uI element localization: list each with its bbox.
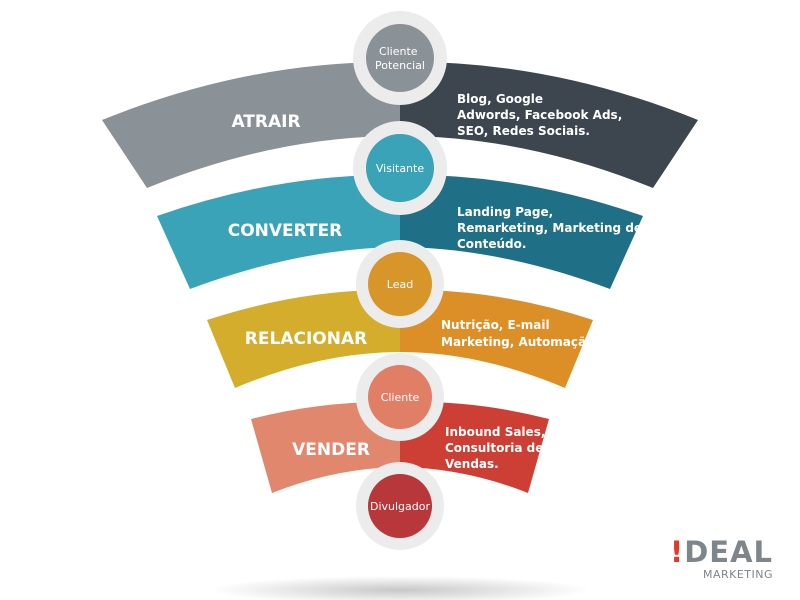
stage-atrair-description: Blog, Google Adwords, Facebook Ads, SEO,… [457,92,626,138]
stage-circle-lead: Lead [356,240,444,328]
circle-label: Lead [387,278,413,291]
circle-fill [368,365,432,429]
stage-atrair-title: ATRAIR [231,112,300,132]
stage-circle-cliente-potencial: Cliente Potencial [353,11,447,105]
stage-relacionar-band-right [400,289,593,388]
circle-label: Divulgador [370,500,430,513]
stage-vender: VENDER Inbound Sales, Consultoria de Ven… [251,401,550,493]
logo-word: DEAL [684,535,773,569]
stage-vender-title: VENDER [292,440,370,460]
stage-relacionar-title: RELACIONAR [245,329,367,349]
logo-wordmark: !DEAL [653,537,773,567]
stage-circle-visitante: Visitante [353,121,447,215]
circle-fill [368,252,432,316]
ideal-marketing-logo: !DEAL MARKETING [653,537,773,581]
logo-bang: ! [669,535,685,569]
stage-atrair-band-right [400,61,698,188]
stage-relacionar-description: Nutrição, E-mail Marketing, Automação. [441,318,599,349]
stage-relacionar-band-left [207,289,400,388]
floor-shadow [210,576,590,600]
stage-vender-band-right [400,401,549,493]
circle-label: Cliente Potencial [375,45,425,72]
stage-vender-description: Inbound Sales, Consultoria de Vendas. [445,425,550,471]
final-circle-divulgador: Divulgador [356,462,444,550]
logo-subtitle: MARKETING [702,568,773,581]
circle-fill [366,24,434,92]
stage-circle-cliente: Cliente [356,353,444,441]
circle-fill [368,474,432,538]
stage-relacionar: RELACIONAR Nutrição, E-mail Marketing, A… [207,289,599,388]
circle-label: Cliente [381,391,420,404]
stage-converter-description: Landing Page, Remarketing, Marketing de … [457,205,646,251]
stage-converter-title: CONVERTER [228,221,343,241]
stage-converter: CONVERTER Landing Page, Remarketing, Mar… [157,174,646,289]
circle-fill [366,134,434,202]
circle-label: Visitante [376,162,424,175]
stage-converter-band-right [400,174,643,289]
stage-converter-band-left [157,174,400,289]
stage-vender-band-left [251,401,400,493]
stage-atrair: ATRAIR Blog, Google Adwords, Facebook Ad… [102,61,698,188]
stage-atrair-band-left [102,61,400,188]
